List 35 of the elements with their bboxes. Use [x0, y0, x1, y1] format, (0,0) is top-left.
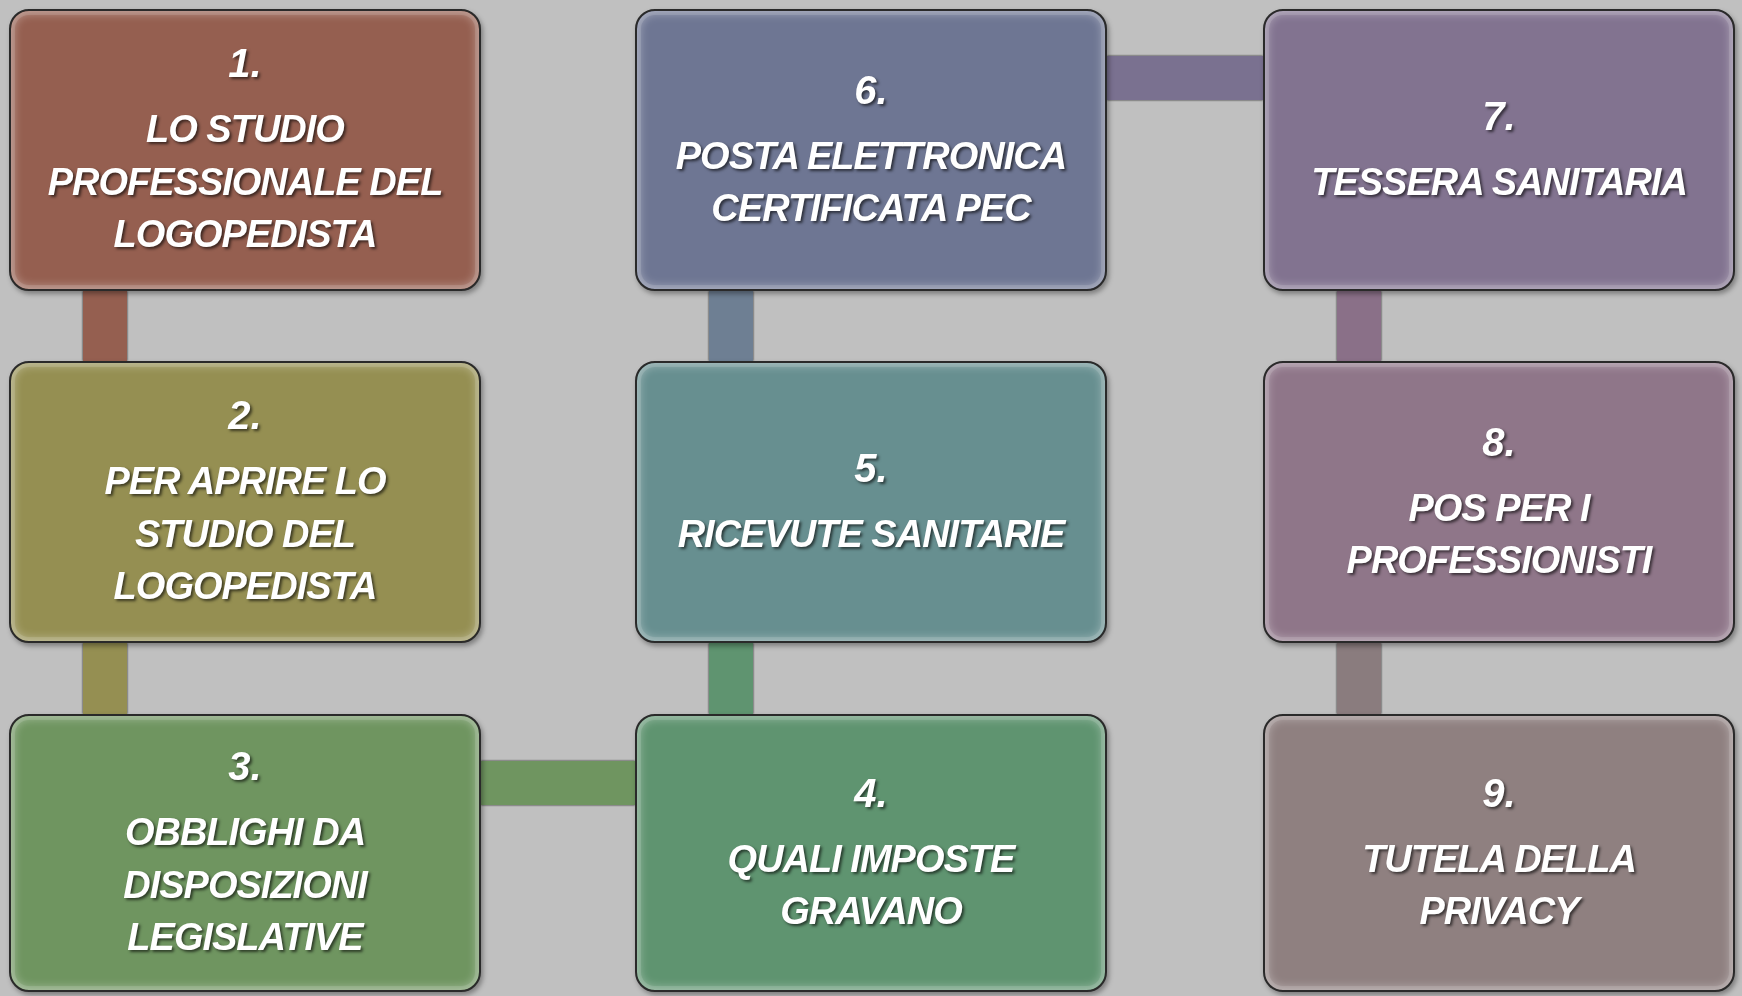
step-number: 7. [1482, 92, 1516, 140]
step-number: 4. [854, 769, 888, 817]
topic-box [635, 9, 1107, 291]
step-number: 6. [854, 66, 888, 114]
topic-title: PER APRIRE LO STUDIO DEL LOGOPEDISTA [103, 459, 387, 610]
connector-band [83, 291, 127, 361]
topic-box [9, 714, 481, 992]
topic-box [9, 361, 481, 643]
connector-band [709, 291, 753, 361]
connector-band [1107, 56, 1263, 100]
topic-title: POSTA ELETTRONICA CERTIFICATA PEC [674, 133, 1068, 231]
step-number: 2. [228, 392, 262, 440]
topic-title: POS PER I PROFESSIONISTI [1345, 485, 1654, 583]
step-number: 9. [1482, 769, 1516, 817]
topic-title: LO STUDIO PROFESSIONALE DEL LOGOPEDISTA [46, 107, 444, 258]
step-number: 3. [228, 743, 262, 791]
connector-band [83, 643, 127, 714]
connector-band [1337, 291, 1381, 361]
topic-title: OBBLIGHI DA DISPOSIZIONI LEGISLATIVE [122, 810, 369, 961]
topic-title: QUALI IMPOSTE GRAVANO [726, 836, 1018, 934]
topic-title: RICEVUTE SANITARIE [677, 511, 1065, 557]
step-number: 1. [228, 40, 262, 88]
topic-box [1263, 9, 1735, 291]
topic-box [635, 714, 1107, 992]
topic-box [1263, 361, 1735, 643]
topic-box [9, 9, 481, 291]
connector-band [1337, 643, 1381, 714]
connector-band [709, 643, 753, 714]
topic-title: TUTELA DELLA PRIVACY [1361, 836, 1637, 934]
step-number: 8. [1482, 418, 1516, 466]
topic-box [635, 361, 1107, 643]
topic-box [1263, 714, 1735, 992]
step-number: 5. [854, 444, 888, 492]
connector-band [481, 761, 635, 805]
topic-title: TESSERA SANITARIA [1311, 159, 1687, 205]
